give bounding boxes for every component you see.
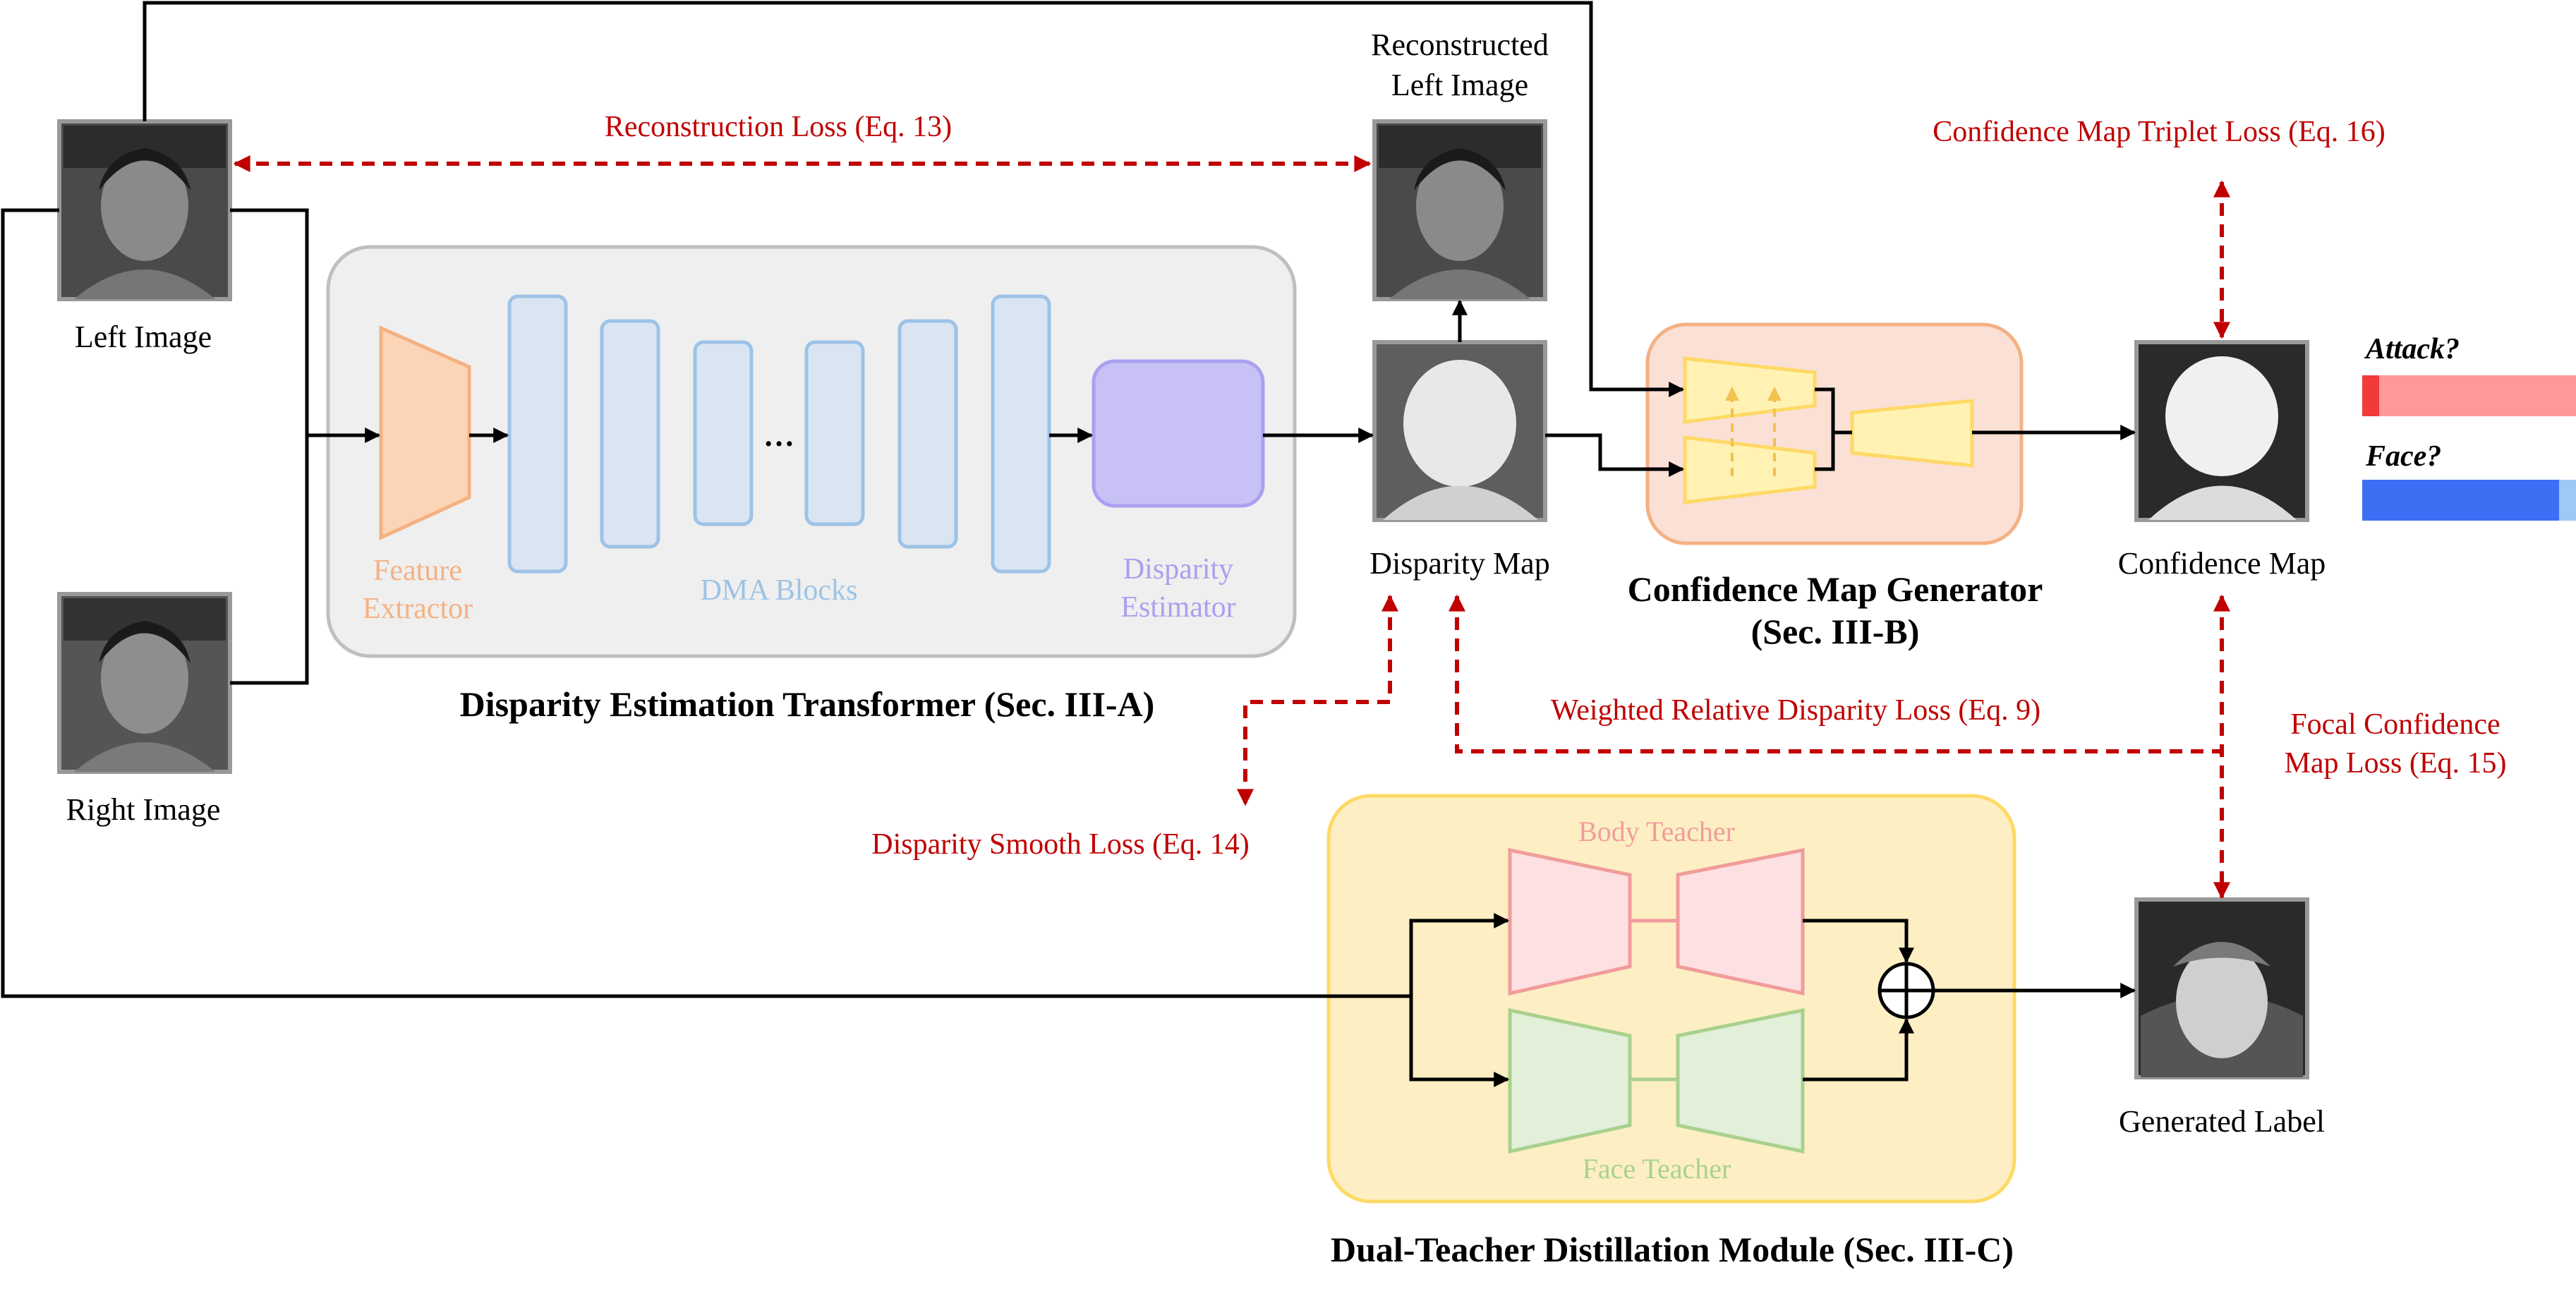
right-image (57, 592, 232, 774)
focal-loss-label-line2: Map Loss (Eq. 15) (2285, 747, 2507, 780)
left-image-skip-line (143, 1, 1685, 397)
disparity-to-cmg-arrow (1545, 433, 1685, 477)
dma-block (804, 340, 865, 526)
face-teacher-to-fusion-arrow (1803, 1017, 1914, 1082)
focal-loss-label-line1: Focal Confidence (2290, 708, 2500, 741)
disparity-map-label: Disparity Map (1369, 546, 1549, 581)
body-teacher-label: Body Teacher (1578, 816, 1735, 847)
disparity-estimator-shape (1092, 359, 1265, 508)
dma-ellipsis: … (763, 418, 794, 453)
weighted-disparity-loss-arrow (1449, 594, 2222, 753)
generated-label-label: Generated Label (2119, 1104, 2325, 1139)
left-image-to-dtd-line (1, 208, 1411, 998)
face-teacher-encoder (1508, 1007, 1632, 1154)
attack-bar-track (2362, 375, 2576, 416)
cmg-encoder-top (1683, 356, 1817, 424)
reconstructed-label-line1: Reconstructed (1371, 28, 1549, 62)
confidence-map-image (2134, 340, 2309, 522)
feature-extractor-label-line2: Extractor (363, 593, 473, 625)
cmg-title-line1: Confidence Map Generator (1628, 569, 2043, 609)
generated-label-image (2134, 897, 2309, 1079)
dma-blocks-label: DMA Blocks (701, 574, 858, 607)
dtd-title: Dual-Teacher Distillation Module (Sec. I… (1331, 1230, 2014, 1269)
smooth-loss-label: Disparity Smooth Loss (Eq. 14) (871, 828, 1249, 861)
disparity-estimator-label-line2: Estimator (1120, 591, 1235, 624)
cmg-merge-line (1815, 387, 1835, 471)
cmg-title-line2: (Sec. III-B) (1751, 612, 1920, 651)
right-image-label: Right Image (66, 792, 221, 827)
feature-extractor-label-line1: Feature (373, 555, 462, 587)
dtd-container (1326, 794, 2016, 1204)
left-image-to-det-line (230, 208, 309, 685)
fusion-plus-icon (1877, 962, 1935, 1019)
feature-extractor-shape (379, 325, 471, 540)
attack-question-label: Attack? (2364, 333, 2460, 365)
cmg-decoder (1850, 399, 1974, 468)
dma-block (507, 294, 568, 574)
face-teacher-decoder (1676, 1007, 1805, 1154)
face-bar-fill (2362, 480, 2559, 521)
triplet-loss-label: Confidence Map Triplet Loss (Eq. 16) (1933, 116, 2385, 148)
face-score-bar (2362, 480, 2576, 521)
left-image (57, 119, 232, 301)
attack-score-bar (2362, 375, 2576, 416)
dtd-split-bottom-arrow (1409, 996, 1510, 1087)
body-teacher-to-fusion-arrow (1803, 919, 1914, 964)
smooth-loss-arrow (1237, 594, 1398, 806)
dma-blocks (507, 294, 1051, 574)
reconstructed-label-line2: Left Image (1391, 68, 1528, 102)
face-teacher-label: Face Teacher (1583, 1153, 1731, 1185)
face-question-label: Face? (2365, 440, 2441, 473)
disparity-map-image (1372, 340, 1547, 522)
dma-block (991, 294, 1051, 574)
disparity-estimator-label-line1: Disparity (1123, 553, 1233, 586)
reconstruction-loss-label: Reconstruction Loss (Eq. 13) (605, 111, 952, 143)
dma-block (897, 319, 958, 549)
cmg-encoder-bottom (1683, 435, 1817, 504)
confidence-map-label: Confidence Map (2118, 546, 2326, 581)
reconstructed-left-image (1372, 119, 1547, 301)
body-teacher-decoder (1676, 847, 1805, 996)
left-image-label: Left Image (75, 320, 212, 354)
det-title: Disparity Estimation Transformer (Sec. I… (460, 684, 1155, 724)
dma-block (600, 319, 660, 549)
attack-bar-fill (2362, 375, 2379, 416)
dma-block (693, 340, 754, 526)
black-connectors (1, 1, 2136, 1087)
dtd-split-top-arrow (1409, 913, 1510, 996)
weighted-disparity-loss-label: Weighted Relative Disparity Loss (Eq. 9) (1551, 694, 2040, 727)
body-teacher-encoder (1508, 847, 1632, 996)
loss-arrows (233, 155, 2230, 900)
